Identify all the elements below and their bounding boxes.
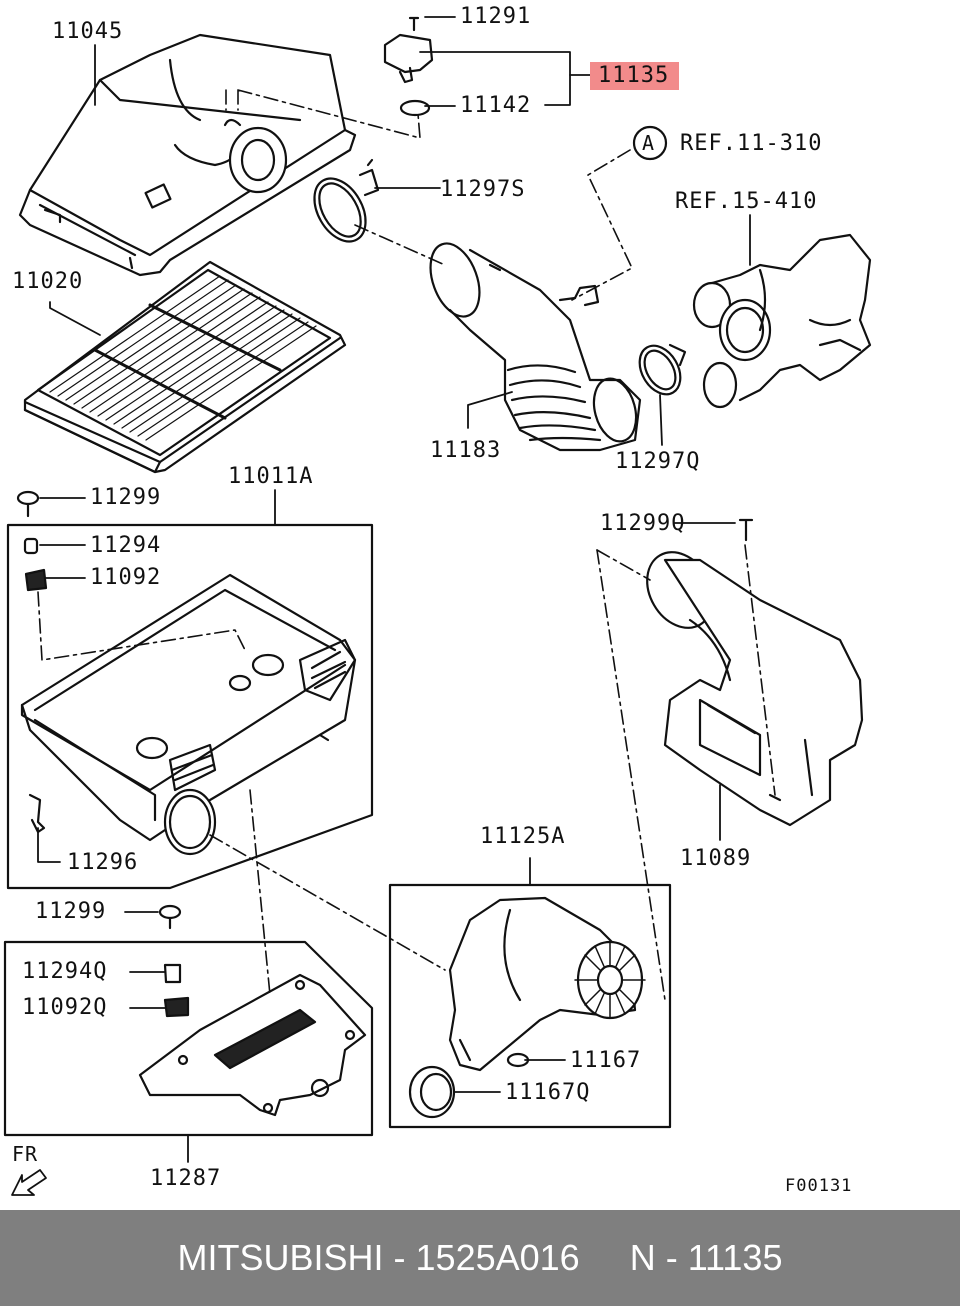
part-label-11011A: 11011A bbox=[228, 464, 314, 489]
clip-11296 bbox=[28, 793, 46, 834]
part-label-11020: 11020 bbox=[12, 269, 84, 294]
ref-label-11-310: REF.11-310 bbox=[680, 131, 823, 156]
airflow-sensor-11135 bbox=[383, 16, 434, 117]
part-label-11294: 11294 bbox=[90, 533, 162, 558]
bolt-11299-top bbox=[16, 490, 40, 518]
part-label-11287: 11287 bbox=[150, 1166, 222, 1191]
ref-circle-a bbox=[632, 125, 668, 161]
part-label-11125A: 11125A bbox=[480, 824, 566, 849]
part-label-11291: 11291 bbox=[460, 4, 532, 29]
part-label-11092Q: 11092Q bbox=[22, 995, 108, 1020]
dash-dot-lines bbox=[37, 89, 776, 1001]
part-label-11299-bottom: 11299 bbox=[35, 899, 107, 924]
part-label-11297S: 11297S bbox=[440, 177, 526, 202]
ref-label-15-410: REF.15-410 bbox=[675, 189, 818, 214]
part-label-11045: 11045 bbox=[52, 19, 124, 44]
collar-11294 bbox=[23, 537, 39, 555]
part-label-11167: 11167 bbox=[570, 1048, 642, 1073]
leader-lines bbox=[37, 16, 751, 1163]
hose-clamp-11297Q bbox=[638, 343, 687, 396]
part-label-11297Q: 11297Q bbox=[615, 449, 701, 474]
air-filter-element-11020 bbox=[23, 260, 347, 474]
front-direction-label: FR bbox=[12, 1142, 39, 1166]
part-label-11167Q: 11167Q bbox=[505, 1080, 591, 1105]
part-label-11092: 11092 bbox=[90, 565, 162, 590]
footer-part-number-text: MITSUBISHI - 1525A016 N - 11135 bbox=[177, 1237, 783, 1278]
ref-circle-letter: A bbox=[642, 131, 656, 155]
part-label-11296: 11296 bbox=[67, 850, 139, 875]
part-label-11142: 11142 bbox=[460, 93, 532, 118]
hose-clamp-11297S bbox=[313, 158, 380, 243]
air-cleaner-cover-11045 bbox=[18, 33, 357, 277]
footer-banner: MITSUBISHI - 1525A016 N - 11135 bbox=[0, 1210, 960, 1306]
bracket-11287 bbox=[3, 904, 374, 1137]
part-label-11294Q: 11294Q bbox=[22, 959, 108, 984]
parts-diagram bbox=[3, 16, 872, 1196]
part-label-11299-top: 11299 bbox=[90, 485, 162, 510]
part-label-11089: 11089 bbox=[680, 846, 752, 871]
part-label-11183: 11183 bbox=[430, 438, 502, 463]
part-label-11299Q: 11299Q bbox=[600, 511, 686, 536]
front-arrow-icon bbox=[11, 1169, 47, 1196]
figure-code: F00131 bbox=[785, 1176, 853, 1196]
air-cleaner-body-box-11011A bbox=[6, 523, 374, 890]
turbocharger-ref-15-410 bbox=[692, 233, 872, 409]
part-label-11135-highlighted: 11135 bbox=[590, 62, 680, 90]
air-intake-hose-11183 bbox=[429, 242, 642, 452]
grommet-11092 bbox=[24, 568, 48, 592]
